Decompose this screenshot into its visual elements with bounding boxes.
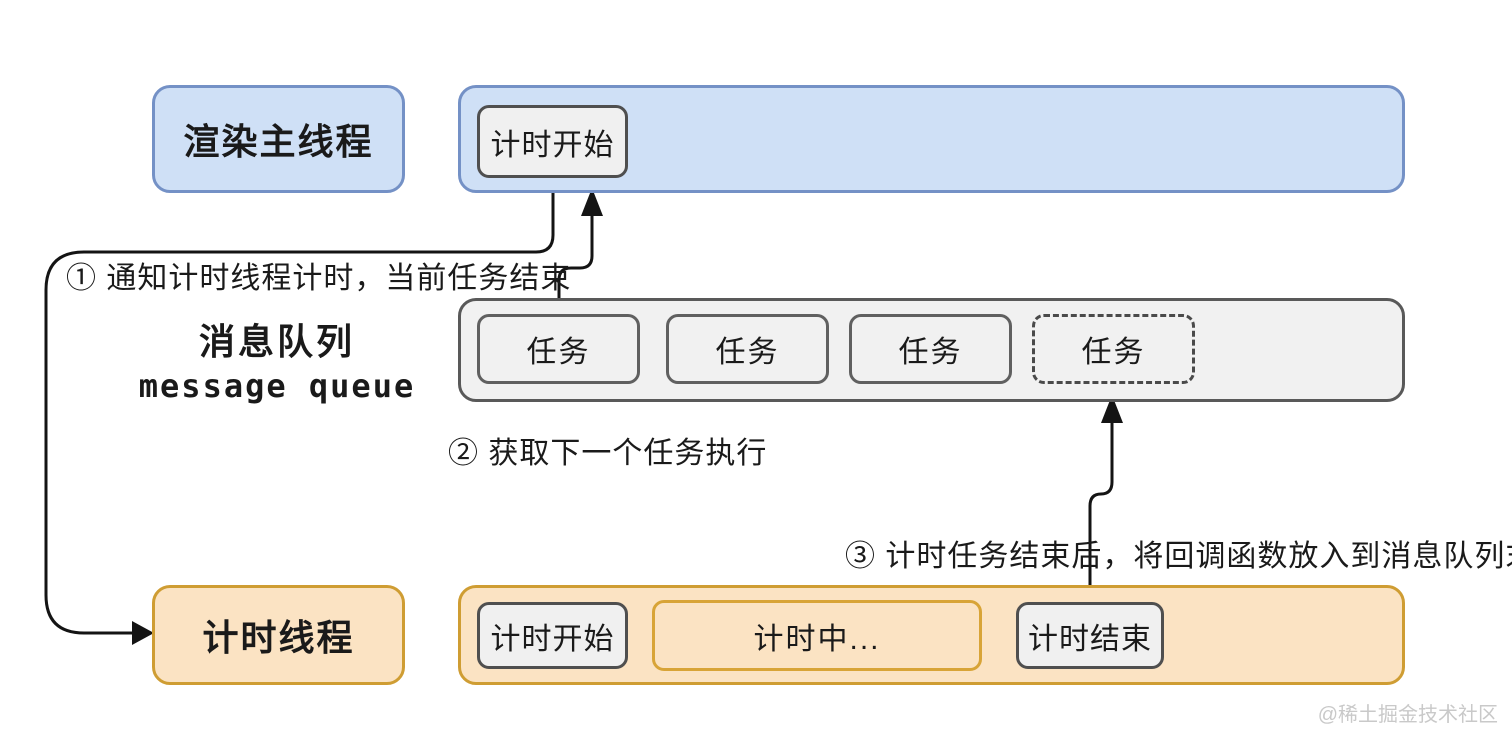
- task-box-2: 任务: [666, 314, 829, 384]
- timing-in-progress-box: 计时中...: [652, 600, 982, 671]
- timer-end-box: 计时结束: [1016, 602, 1164, 669]
- render-main-thread-box: 渲染主线程: [152, 85, 405, 193]
- task-label: 任务: [526, 336, 591, 369]
- main-thread-timer-start-box: 计时开始: [477, 105, 628, 178]
- watermark: @稀土掘金技术社区: [1317, 704, 1498, 726]
- main-thread-timer-start-label: 计时开始: [490, 128, 615, 162]
- annotation-step3: ③ 计时任务结束后，将回调函数放入到消息队列末尾: [845, 540, 1512, 573]
- task-box-1: 任务: [477, 314, 640, 384]
- annotation-step1: ① 通知计时线程计时，当前任务结束: [66, 262, 572, 295]
- timer-start-box: 计时开始: [477, 602, 628, 669]
- task-label: 任务: [898, 336, 963, 369]
- timing-in-progress-label: 计时中...: [753, 622, 881, 656]
- task-box-4-pending: 任务: [1032, 314, 1195, 384]
- task-box-3: 任务: [849, 314, 1012, 384]
- timer-thread-label: 计时线程: [202, 617, 355, 658]
- task-label: 任务: [1081, 336, 1146, 369]
- task-label: 任务: [715, 336, 780, 369]
- annotation-step2: ② 获取下一个任务执行: [448, 437, 768, 470]
- message-queue-title: 消息队列 message queue: [90, 320, 464, 408]
- render-main-thread-label: 渲染主线程: [183, 121, 374, 162]
- timer-end-label: 计时结束: [1028, 622, 1152, 656]
- message-queue-title-cn: 消息队列: [198, 321, 355, 362]
- timer-thread-box: 计时线程: [152, 585, 405, 685]
- arrowhead-notify-timer-thread: [132, 621, 154, 645]
- timer-start-label: 计时开始: [490, 622, 615, 656]
- message-queue-title-en: message queue: [138, 367, 416, 405]
